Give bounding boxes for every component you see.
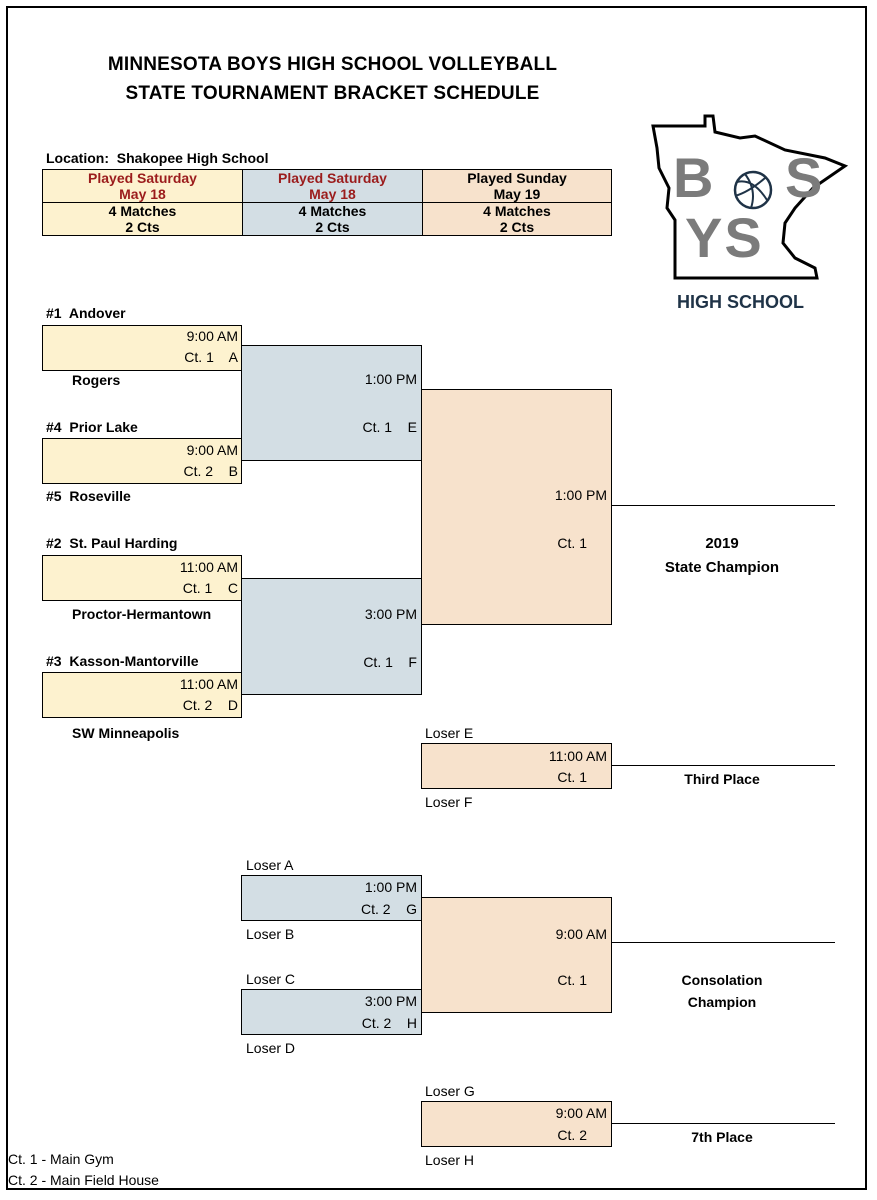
third-place-court: Ct. 1 <box>557 769 587 785</box>
loser-c-label: Loser C <box>246 971 296 987</box>
loser-h-label: Loser H <box>425 1152 475 1168</box>
logo-letters-ys: YS <box>685 206 764 269</box>
match-b-box <box>42 438 242 484</box>
consolation-label-1: Consolation <box>681 972 763 988</box>
consolation-label-2: Champion <box>687 994 757 1010</box>
match-f-time: 3:00 PM <box>364 606 417 622</box>
match-d-court: Ct. 2 D <box>182 697 238 713</box>
seventh-place-box <box>421 1101 612 1147</box>
consolation-court: Ct. 1 <box>557 972 587 988</box>
match-h-time: 3:00 PM <box>364 993 417 1009</box>
third-place-time: 11:00 AM <box>548 748 607 764</box>
match-b-court: Ct. 2 B <box>183 463 238 479</box>
loser-f-label: Loser F <box>425 794 473 810</box>
match-c-time: 11:00 AM <box>179 559 238 575</box>
championship-time: 1:00 PM <box>554 487 607 503</box>
match-a-time: 9:00 AM <box>186 328 238 344</box>
match-f-box <box>241 578 422 695</box>
championship-court: Ct. 1 <box>557 535 587 551</box>
match-g-box <box>241 875 422 921</box>
minnesota-outline-icon <box>651 114 849 280</box>
page-title-line2: STATE TOURNAMENT BRACKET SCHEDULE <box>125 83 540 104</box>
legend-court-1: Ct. 1 - Main Gym <box>8 1151 114 1167</box>
consolation-line <box>611 942 835 943</box>
schedule-cell: Played Sunday May 19 <box>422 169 612 203</box>
match-e-court: Ct. 1 E <box>362 419 417 435</box>
seventh-place-line <box>611 1123 835 1124</box>
schedule-table: Played Saturday May 18 Played Saturday M… <box>42 169 612 236</box>
page-frame <box>6 6 867 1190</box>
match-a-box <box>42 325 242 371</box>
team-seed3: #3 Kasson-Mantorville <box>46 653 199 669</box>
team-rogers: Rogers <box>72 372 121 388</box>
team-seed2: #2 St. Paul Harding <box>46 535 178 551</box>
schedule-cell: 4 Matches 2 Cts <box>242 202 423 236</box>
third-place-box <box>421 743 612 789</box>
champion-line <box>611 505 835 506</box>
match-g-court: Ct. 2 G <box>360 901 417 917</box>
loser-a-label: Loser A <box>246 857 294 873</box>
loser-e-label: Loser E <box>425 725 474 741</box>
seventh-place-time: 9:00 AM <box>555 1105 607 1121</box>
consolation-box <box>421 897 612 1013</box>
championship-box <box>421 389 612 625</box>
third-place-label: Third Place <box>684 771 760 787</box>
match-h-box <box>241 989 422 1035</box>
team-sw-minneapolis: SW Minneapolis <box>72 725 180 741</box>
schedule-cell: 4 Matches 2 Cts <box>42 202 243 236</box>
boys-high-school-logo: B S YS HIGH SCHOOL <box>645 108 855 323</box>
loser-b-label: Loser B <box>246 926 295 942</box>
consolation-time: 9:00 AM <box>555 926 607 942</box>
team-seed4: #4 Prior Lake <box>46 419 138 435</box>
loser-d-label: Loser D <box>246 1040 296 1056</box>
match-g-time: 1:00 PM <box>364 879 417 895</box>
loser-g-label: Loser G <box>425 1083 475 1099</box>
schedule-cell: Played Saturday May 18 <box>242 169 423 203</box>
logo-high-school-text: HIGH SCHOOL <box>677 292 805 312</box>
third-place-line <box>611 765 835 766</box>
page-title-line1: MINNESOTA BOYS HIGH SCHOOL VOLLEYBALL <box>107 54 558 75</box>
match-e-box <box>241 345 422 461</box>
match-c-court: Ct. 1 C <box>182 580 238 596</box>
champion-year: 2019 <box>705 535 739 552</box>
schedule-cell: Played Saturday May 18 <box>42 169 243 203</box>
seventh-place-label: 7th Place <box>691 1129 753 1145</box>
champion-label: State Champion <box>664 559 780 576</box>
match-f-court: Ct. 1 F <box>363 654 417 670</box>
schedule-cell: 4 Matches 2 Cts <box>422 202 612 236</box>
match-d-box <box>42 672 242 718</box>
logo-letter-s: S <box>785 146 823 209</box>
logo-letter-b: B <box>673 146 714 209</box>
seventh-place-court: Ct. 2 <box>557 1127 587 1143</box>
team-seed1: #1 Andover <box>46 305 126 321</box>
match-a-court: Ct. 1 A <box>184 349 238 365</box>
team-seed5: #5 Roseville <box>46 488 131 504</box>
match-d-time: 11:00 AM <box>179 676 238 692</box>
match-e-time: 1:00 PM <box>364 371 417 387</box>
match-h-court: Ct. 2 H <box>361 1015 417 1031</box>
match-b-time: 9:00 AM <box>186 442 238 458</box>
location-label: Location: Shakopee High School <box>46 150 269 166</box>
legend-court-2: Ct. 2 - Main Field House <box>8 1172 159 1188</box>
team-proctor-hermantown: Proctor-Hermantown <box>72 606 212 622</box>
